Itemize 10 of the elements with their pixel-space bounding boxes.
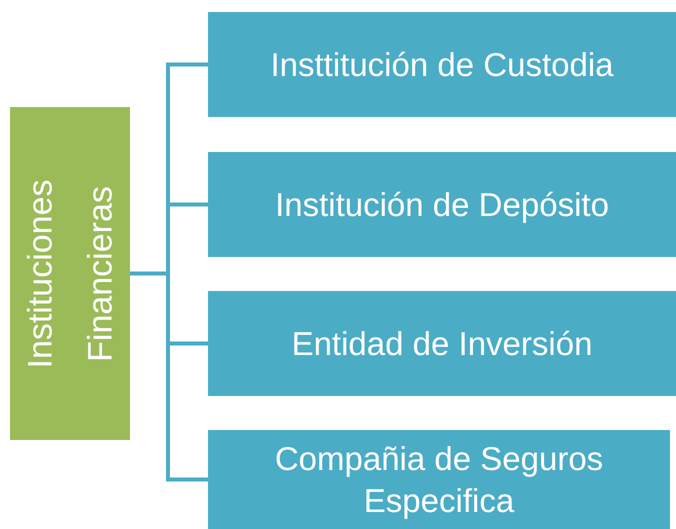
category-box	[10, 107, 130, 440]
item-box	[208, 12, 676, 117]
category-label: Instituciones Financieras	[20, 178, 120, 370]
item-label: Institución de Depósito	[275, 184, 609, 225]
item-box	[208, 152, 676, 257]
item-label: Compañia de Seguros Especifica	[274, 438, 604, 521]
item-label: Insttitución de Custodia	[270, 44, 614, 84]
item-box	[208, 430, 670, 529]
item-label: Entidad de Inversión	[292, 324, 592, 364]
item-box	[208, 291, 676, 396]
